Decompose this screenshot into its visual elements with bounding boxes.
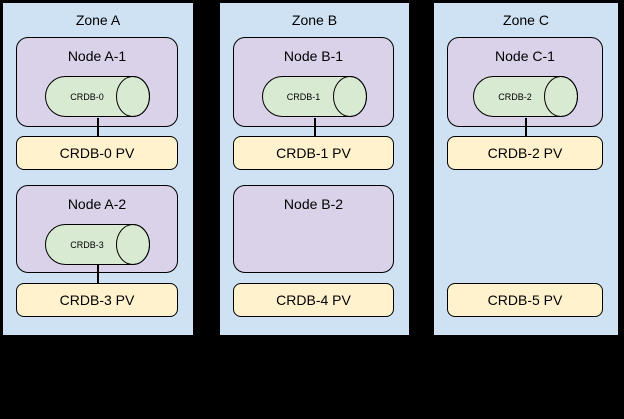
pv-crdb-2-label: CRDB-2 PV	[487, 145, 563, 161]
pv-crdb-3: CRDB-3 PV	[16, 283, 178, 317]
cylinder-icon	[45, 224, 150, 265]
pv-crdb-5: CRDB-5 PV	[447, 283, 603, 317]
pv-crdb-1: CRDB-1 PV	[233, 136, 394, 170]
pv-crdb-4: CRDB-4 PV	[233, 283, 394, 317]
node-b-2-label: Node B-2	[283, 196, 344, 212]
pv-crdb-5-label: CRDB-5 PV	[487, 292, 563, 308]
node-c-1-label: Node C-1	[495, 48, 555, 64]
zone-b: Zone B Node B-1 CRDB-1 CRDB-1 PV Node B-…	[218, 1, 411, 337]
node-b-1: Node B-1 CRDB-1	[233, 37, 394, 127]
pod-crdb-0: CRDB-0	[45, 76, 150, 117]
node-a-1: Node A-1 CRDB-0	[16, 37, 178, 127]
cylinder-icon	[473, 76, 578, 117]
connector-crdb-1-to-pv	[313, 118, 316, 137]
pod-crdb-3-label: CRDB-3	[70, 239, 104, 250]
pv-crdb-4-label: CRDB-4 PV	[276, 292, 351, 308]
zone-c-label: Zone C	[503, 12, 549, 28]
pod-crdb-0-label: CRDB-0	[70, 91, 104, 102]
cylinder-icon	[261, 76, 367, 117]
pv-crdb-1-label: CRDB-1 PV	[276, 145, 351, 161]
pv-crdb-0-label: CRDB-0 PV	[59, 145, 135, 161]
pv-crdb-3-label: CRDB-3 PV	[59, 292, 135, 308]
connector-crdb-0-to-pv	[97, 118, 99, 137]
cylinder-icon	[45, 76, 150, 117]
pod-crdb-3: CRDB-3	[45, 224, 150, 265]
pod-crdb-1-label: CRDB-1	[286, 91, 321, 102]
pod-crdb-2: CRDB-2	[473, 76, 578, 117]
zone-c: Zone C Node C-1 CRDB-2 CRDB-2 PV CRDB-5 …	[432, 1, 620, 337]
node-a-2: Node A-2 CRDB-3	[16, 185, 178, 273]
pv-crdb-2: CRDB-2 PV	[447, 136, 603, 170]
pv-crdb-0: CRDB-0 PV	[16, 136, 178, 170]
zone-a: Zone A Node A-1 CRDB-0 CRDB-0 PV Node A-…	[1, 1, 195, 337]
node-a-1-label: Node A-1	[67, 48, 127, 64]
node-b-2: Node B-2	[233, 185, 394, 273]
zone-b-label: Zone B	[291, 12, 338, 28]
connector-crdb-3-to-pv	[97, 265, 99, 284]
zone-a-label: Zone A	[75, 12, 121, 28]
node-b-1-label: Node B-1	[283, 48, 344, 64]
pod-crdb-1: CRDB-1	[261, 76, 367, 117]
node-c-1: Node C-1 CRDB-2	[447, 37, 603, 127]
connector-crdb-2-to-pv	[525, 118, 527, 137]
pod-crdb-2-label: CRDB-2	[498, 91, 532, 102]
node-a-2-label: Node A-2	[67, 196, 127, 212]
